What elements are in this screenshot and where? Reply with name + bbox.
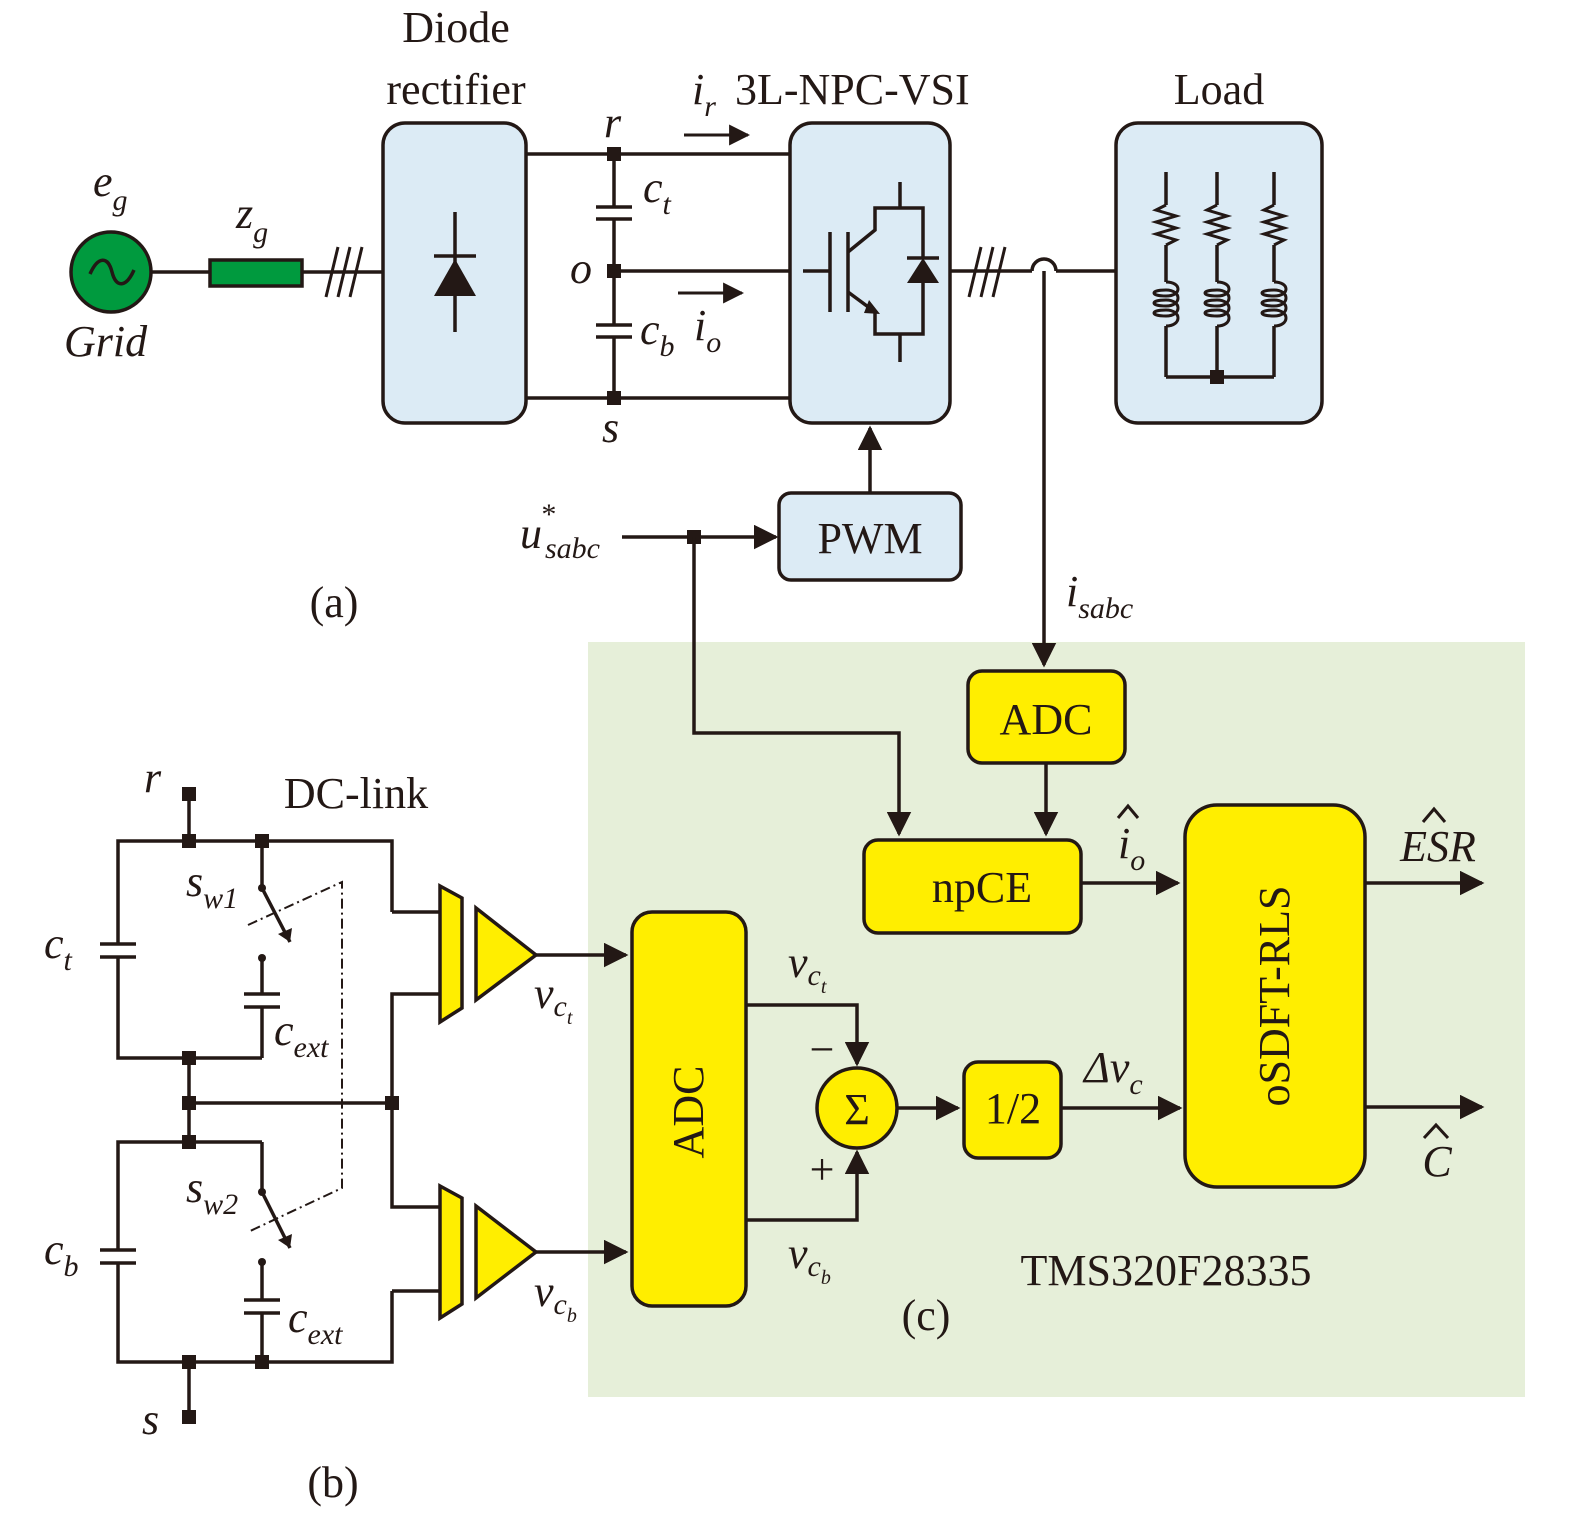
plus-sign: +	[810, 1145, 835, 1194]
dsp-label: TMS320F28335	[1021, 1246, 1312, 1295]
load-rl-icon	[1150, 170, 1288, 384]
load-title: Load	[1174, 65, 1264, 114]
cap-ext-bot-label: cext	[288, 1293, 343, 1351]
cap-cb-label: cb	[640, 305, 675, 363]
node-s-label: s	[602, 403, 619, 452]
c-output-label: C	[1422, 1137, 1452, 1186]
isabc-label: isabc	[1066, 567, 1133, 625]
pwm-label: PWM	[817, 514, 922, 563]
diode-icon	[434, 212, 476, 332]
vct-label-c: vct	[788, 938, 827, 998]
caption-b: (b)	[307, 1458, 358, 1507]
adc-voltage-box	[630, 910, 748, 1308]
three-phase-mark-1	[324, 246, 364, 298]
cap-ext-top-label: cext	[274, 1006, 329, 1064]
grid-impedance-label: zg	[235, 189, 268, 249]
vcb-label-c: vcb	[788, 1229, 831, 1289]
inverter-box	[788, 121, 952, 425]
dclink-title: DC-link	[284, 769, 428, 818]
cap-cb-b-label: cb	[44, 1225, 79, 1283]
dvc-label: Δvc	[1082, 1043, 1143, 1101]
osdft-label: oSDFT-RLS	[1250, 886, 1299, 1107]
npce-label: npCE	[932, 863, 1032, 912]
current-ir-label: ir	[692, 65, 716, 123]
adc-voltage-label: ADC	[664, 1066, 713, 1159]
isolation-amp-bot	[438, 1183, 539, 1322]
cap-ct-label: ct	[643, 163, 672, 221]
node-s-b-label: s	[142, 1395, 159, 1444]
switch-sw2-label: sw2	[186, 1163, 238, 1221]
inverter-title: 3L-NPC-VSI	[735, 65, 970, 114]
grid-impedance	[208, 258, 304, 288]
reference-label: u*sabc	[520, 498, 600, 565]
node-o-label: o	[570, 244, 592, 293]
half-gain-label: 1/2	[985, 1084, 1041, 1133]
vct-label-b: vct	[534, 969, 573, 1029]
half-gain-box	[962, 1060, 1063, 1160]
three-phase-mark-2	[967, 246, 1007, 298]
grid-label: Grid	[64, 317, 148, 366]
npce-box	[862, 838, 1083, 935]
sum-symbol: Σ	[844, 1085, 870, 1134]
igbt-icon	[803, 182, 939, 362]
io-hat-label: io	[1118, 819, 1145, 877]
caption-a: (a)	[310, 578, 359, 627]
minus-sign: −	[810, 1025, 835, 1074]
node-r-label: r	[604, 98, 622, 147]
current-io-label: io	[694, 301, 721, 359]
cap-ct-b-label: ct	[44, 919, 73, 977]
esr-output-label: ESR	[1399, 822, 1476, 871]
isolation-amp-top	[438, 883, 539, 1026]
vcb-label-b: vcb	[534, 1267, 577, 1327]
grid-source-label: eg	[93, 157, 128, 217]
grid-source	[69, 230, 153, 314]
osdft-box	[1183, 803, 1367, 1189]
node-r-b-label: r	[144, 753, 162, 802]
caption-c: (c)	[902, 1291, 951, 1340]
adc-current-label: ADC	[1000, 695, 1093, 744]
rectifier-title-line1: Diode	[402, 3, 510, 52]
rectifier-title-line2: rectifier	[386, 65, 526, 114]
dclink-circuit	[100, 787, 440, 1424]
switch-sw1-label: sw1	[186, 857, 238, 915]
